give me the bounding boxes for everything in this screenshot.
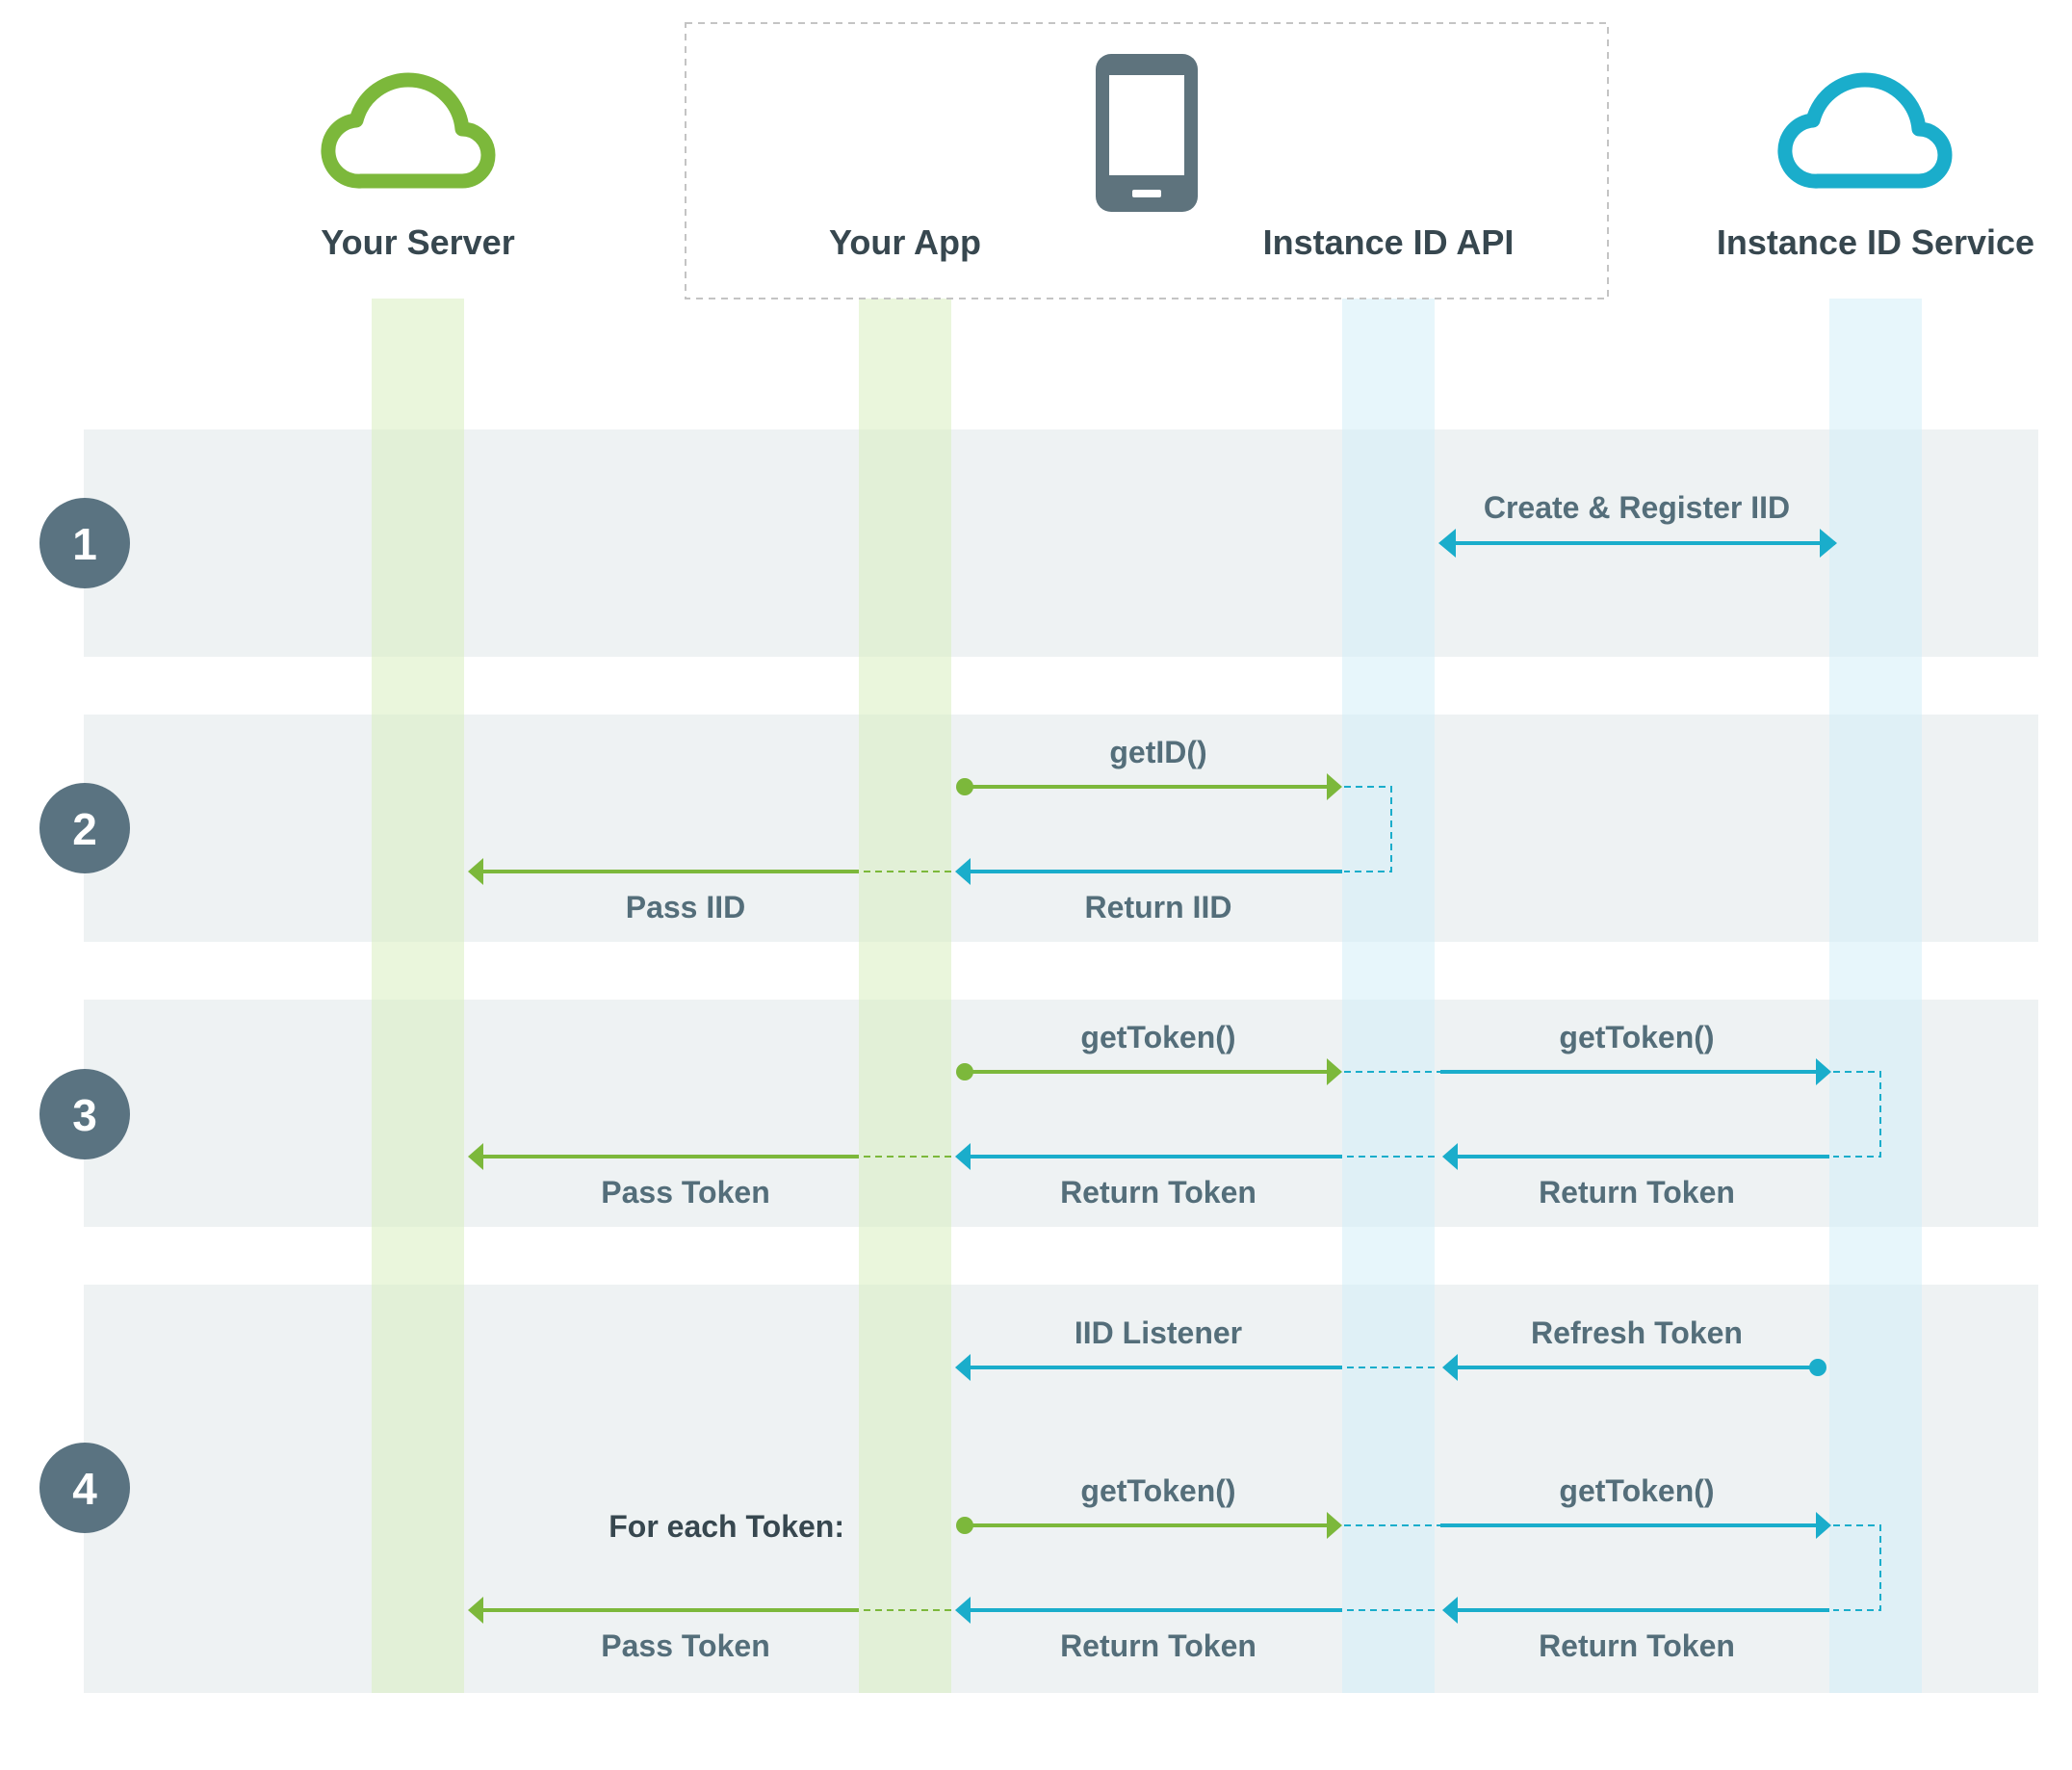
label-get-id: getID() [1109,735,1206,769]
label-get-token-service: getToken() [1559,1020,1714,1054]
label-pass-iid: Pass IID [626,890,746,924]
phone-icon [1096,54,1198,212]
label-pass-token: Pass Token [601,1175,769,1210]
message-get-token-service-loop [1440,1512,1831,1539]
label-iid-listener: IID Listener [1075,1315,1242,1350]
label-create-register-iid: Create & Register IID [1484,490,1790,525]
step-number-3: 3 [39,1069,130,1159]
message-get-token-app [956,1058,1342,1085]
svg-text:1: 1 [72,519,97,569]
label-return-token-service-loop: Return Token [1539,1628,1735,1663]
step-number-4: 4 [39,1443,130,1533]
lifeline-your-app [859,299,951,1693]
label-get-token-app-loop: getToken() [1080,1473,1235,1508]
label-return-token-app-loop: Return Token [1060,1628,1256,1663]
label-return-iid: Return IID [1085,890,1232,924]
device-frame [685,22,1609,299]
message-return-iid [955,858,1342,885]
step-number-2: 2 [39,783,130,873]
service-internal-loop [1833,1071,1881,1158]
label-get-token-service-loop: getToken() [1559,1473,1714,1508]
api-internal-loop [1344,786,1392,872]
message-pass-token-loop [468,1597,859,1624]
svg-text:3: 3 [72,1090,97,1140]
svg-text:2: 2 [72,804,97,854]
message-create-register-iid [1438,529,1837,558]
label-pass-token-loop: Pass Token [601,1628,769,1663]
cloud-icon [1777,72,1953,189]
label-return-token-service: Return Token [1539,1175,1735,1210]
message-get-token-service [1440,1058,1831,1085]
message-get-id [956,773,1342,800]
participant-your-app: Your App [829,222,981,262]
message-return-token-service [1442,1143,1829,1170]
lifeline-instance-id-service [1829,299,1922,1693]
participant-your-server: Your Server [321,222,514,262]
message-refresh-token [1442,1354,1826,1381]
service-internal-loop [1833,1524,1881,1611]
message-iid-listener [955,1354,1342,1381]
label-return-token-app: Return Token [1060,1175,1256,1210]
svg-text:4: 4 [72,1464,97,1514]
participant-instance-id-service: Instance ID Service [1717,222,2034,262]
message-return-token-app-loop [955,1597,1342,1624]
label-refresh-token: Refresh Token [1531,1315,1743,1350]
cloud-icon [321,72,496,189]
message-return-token-app [955,1143,1342,1170]
label-get-token-app: getToken() [1080,1020,1235,1054]
step-number-1: 1 [39,498,130,588]
lifeline-instance-id-api [1342,299,1435,1693]
message-return-token-service-loop [1442,1597,1829,1624]
lifeline-your-server [372,299,464,1693]
message-pass-token [468,1143,859,1170]
message-get-token-app-loop [956,1512,1342,1539]
participant-instance-id-api: Instance ID API [1263,222,1515,262]
message-pass-iid [468,858,859,885]
label-for-each-token: For each Token: [609,1509,844,1544]
